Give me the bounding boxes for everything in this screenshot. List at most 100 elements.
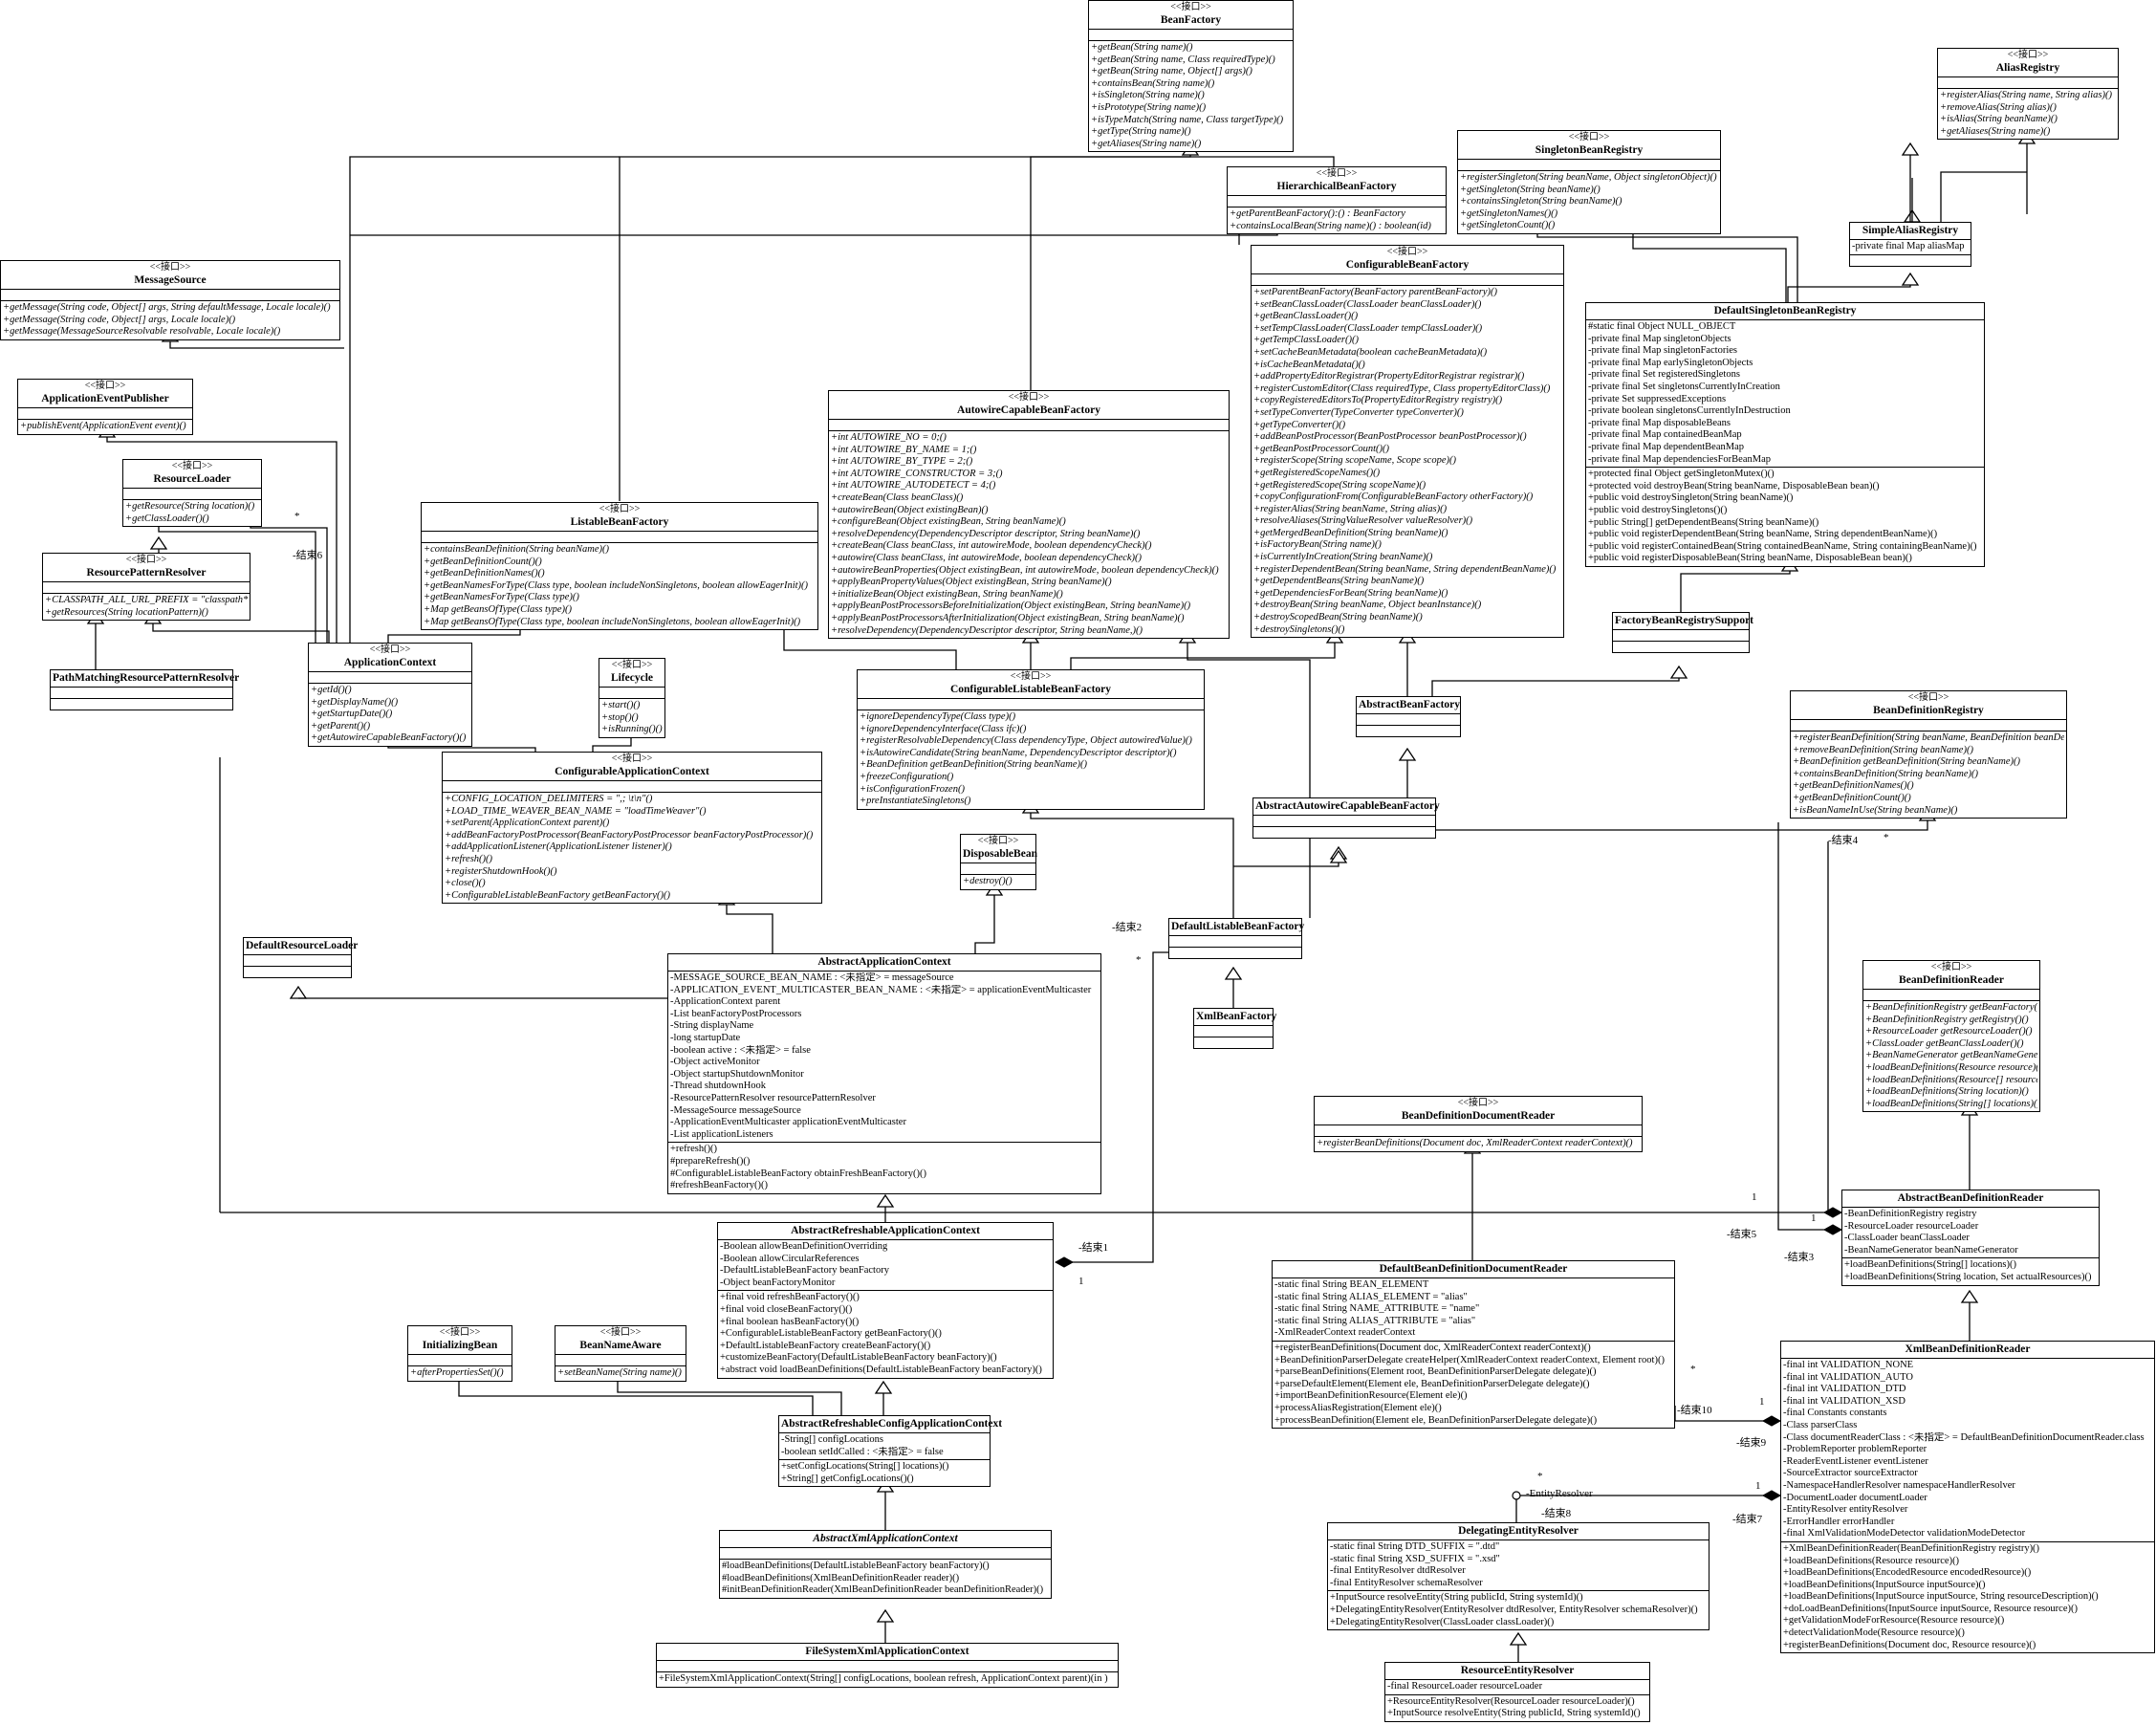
stereotype: <<接口>> <box>84 381 126 391</box>
stereotype: <<接口>> <box>369 644 411 655</box>
stereotype: <<接口>> <box>599 1327 642 1338</box>
operation: +loadBeanDefinitions(String location, Se… <box>1844 1271 2092 1282</box>
operation: +Map getBeansOfType(Class type, boolean … <box>424 616 801 627</box>
operation: +afterPropertiesSet()() <box>410 1367 504 1378</box>
generalization-line <box>106 437 338 643</box>
operation: +getBeanNamesForType(Class type, boolean… <box>424 579 809 591</box>
class-name: DelegatingEntityResolver <box>1458 1525 1579 1537</box>
attribute: -boolean setIdCalled : <未指定> = false <box>781 1446 944 1457</box>
class-autowire-capable-bean-factory: <<接口>>AutowireCapableBeanFactory+int AUT… <box>828 390 1230 640</box>
operation: +containsBeanDefinition(String beanName)… <box>1793 768 1979 779</box>
operation: +applyBeanPropertyValues(Object existing… <box>831 577 1112 588</box>
operation: +getId()() <box>311 685 352 695</box>
class-name: InitializingBean <box>422 1340 498 1351</box>
class-name: AutowireCapableBeanFactory <box>957 404 1100 416</box>
class-abstract-xml-application-context: AbstractXmlApplicationContext#loadBeanDe… <box>719 1530 1052 1599</box>
attribute-compartment <box>1 290 339 301</box>
operation-compartment: +setParentBeanFactory(BeanFactory parent… <box>1252 286 1563 637</box>
composition-diamond <box>1822 1224 1843 1235</box>
operation: +public void registerDisposableBean(Stri… <box>1588 553 1912 564</box>
operation: +getBean(String name, Class requiredType… <box>1091 54 1275 65</box>
attribute: -String displayName <box>670 1020 754 1032</box>
operation: #prepareRefresh()() <box>670 1155 751 1167</box>
class-header: ResourceEntityResolver <box>1385 1663 1649 1680</box>
class-name: AbstractRefreshableApplicationContext <box>791 1225 980 1236</box>
class-name: XmlBeanFactory <box>1196 1011 1277 1022</box>
class-header: <<接口>>ListableBeanFactory <box>422 503 817 532</box>
operation: +registerAlias(String beanName, String a… <box>1253 503 1448 514</box>
operation: +getMessage(MessageSourceResolvable reso… <box>3 326 281 338</box>
role-label: -结束4 <box>1828 835 1859 846</box>
attribute: -NamespaceHandlerResolver namespaceHandl… <box>1783 1479 2015 1491</box>
class-name: DisposableBean <box>963 848 1037 860</box>
generalization-line <box>1190 156 1335 166</box>
generalization-line <box>349 156 620 643</box>
attribute: -Object beanFactoryMonitor <box>720 1277 836 1288</box>
operation: #initBeanDefinitionReader(XmlBeanDefinit… <box>722 1584 1044 1596</box>
operation: +isCacheBeanMetadata()() <box>1253 359 1365 370</box>
role-label: -结束3 <box>1784 1252 1815 1263</box>
class-header: <<接口>>AutowireCapableBeanFactory <box>829 391 1229 420</box>
stereotype: <<接口>> <box>1010 671 1052 682</box>
class-header: FileSystemXmlApplicationContext <box>657 1644 1118 1661</box>
attribute: -List applicationListeners <box>670 1128 773 1140</box>
operation-compartment: +protected final Object getSingletonMute… <box>1586 468 1984 566</box>
operation-compartment: +registerSingleton(String beanName, Obje… <box>1458 171 1720 233</box>
attribute-compartment <box>1791 720 2066 731</box>
class-name: AbstractBeanDefinitionReader <box>1897 1192 2044 1204</box>
class-name: ListableBeanFactory <box>570 516 669 528</box>
attribute-compartment <box>1252 274 1563 286</box>
stereotype: <<接口>> <box>977 836 1019 846</box>
stereotype: <<接口>> <box>1316 168 1358 179</box>
operation: +getResource(String location)() <box>125 501 255 512</box>
attribute-compartment: -private final Map aliasMap <box>1850 240 1971 255</box>
class-name: FactoryBeanRegistrySupport <box>1615 615 1754 626</box>
operation: +loadBeanDefinitions(Resource resource)(… <box>1865 1061 2037 1073</box>
attribute-compartment: -static final String DTD_SUFFIX = ".dtd"… <box>1328 1540 1709 1592</box>
class-bean-definition-registry: <<接口>>BeanDefinitionRegistry+registerBea… <box>1790 690 2067 819</box>
operation: +ConfigurableListableBeanFactory getBean… <box>445 889 670 901</box>
attribute: -String[] configLocations <box>781 1434 884 1445</box>
operation: +getDependenciesForBean(String beanName)… <box>1253 587 1448 599</box>
attribute: -Thread shutdownHook <box>670 1081 767 1092</box>
attribute: -final EntityResolver schemaResolver <box>1330 1577 1483 1588</box>
class-application-context: <<接口>>ApplicationContext+getId()()+getDi… <box>308 643 472 747</box>
attribute-compartment <box>18 408 192 420</box>
class-name: AbstractXmlApplicationContext <box>813 1533 958 1544</box>
operation: +freezeConfiguration() <box>860 771 954 782</box>
operation: +InputSource resolveEntity(String public… <box>1387 1708 1641 1719</box>
operation: +loadBeanDefinitions(EncodedResource enc… <box>1783 1567 2032 1579</box>
composition-diamond <box>1761 1415 1782 1427</box>
generalization-line <box>619 155 1191 501</box>
multiplicity-label: * <box>1690 1364 1696 1375</box>
generalization-line <box>158 524 316 643</box>
operation: +public String[] getDependentBeans(Strin… <box>1588 516 1819 528</box>
class-configurable-application-context: <<接口>>ConfigurableApplicationContext+CON… <box>442 752 822 905</box>
multiplicity-label: * <box>1884 832 1889 843</box>
operation: +setParent(ApplicationContext parent)() <box>445 818 610 829</box>
attribute-compartment: -static final String BEAN_ELEMENT-static… <box>1273 1278 1674 1342</box>
operation: +resolveDependency(DependencyDescriptor … <box>831 624 1143 636</box>
generalization-line <box>1787 285 1911 302</box>
role-label: -结束9 <box>1736 1437 1767 1449</box>
stereotype: <<接口>> <box>1568 132 1610 142</box>
attribute-compartment <box>555 1355 686 1366</box>
operation: +registerBeanDefinitions(Document doc, X… <box>1274 1342 1591 1353</box>
class-name: DefaultBeanDefinitionDocumentReader <box>1379 1263 1568 1275</box>
attribute-compartment <box>1863 990 2039 1001</box>
stereotype: <<接口>> <box>1907 692 1949 703</box>
class-configurable-listable-bean-factory: <<接口>>ConfigurableListableBeanFactory+ig… <box>857 669 1205 810</box>
operation: +processAliasRegistration(Element ele)() <box>1274 1402 1442 1413</box>
class-name: ResourceLoader <box>153 473 231 485</box>
operation: +getBeanDefinitionNames()() <box>424 568 545 579</box>
operation-compartment: +destroy()() <box>961 875 1035 889</box>
operation-compartment: +registerBeanDefinitions(Document doc, X… <box>1315 1137 1642 1151</box>
operation-compartment <box>1253 827 1435 838</box>
operation: +XmlBeanDefinitionReader(BeanDefinitionR… <box>1783 1542 2040 1554</box>
class-name: AliasRegistry <box>1995 62 2060 74</box>
operation: +BeanDefinition getBeanDefinition(String… <box>1793 756 2021 768</box>
operation-compartment: +CONFIG_LOCATION_DELIMITERS = ",; \t\n"(… <box>443 793 821 903</box>
generalization-line <box>783 629 957 669</box>
operation: +registerDependentBean(String beanName, … <box>1253 563 1557 575</box>
operation: +setBeanClassLoader(ClassLoader beanClas… <box>1253 298 1482 310</box>
